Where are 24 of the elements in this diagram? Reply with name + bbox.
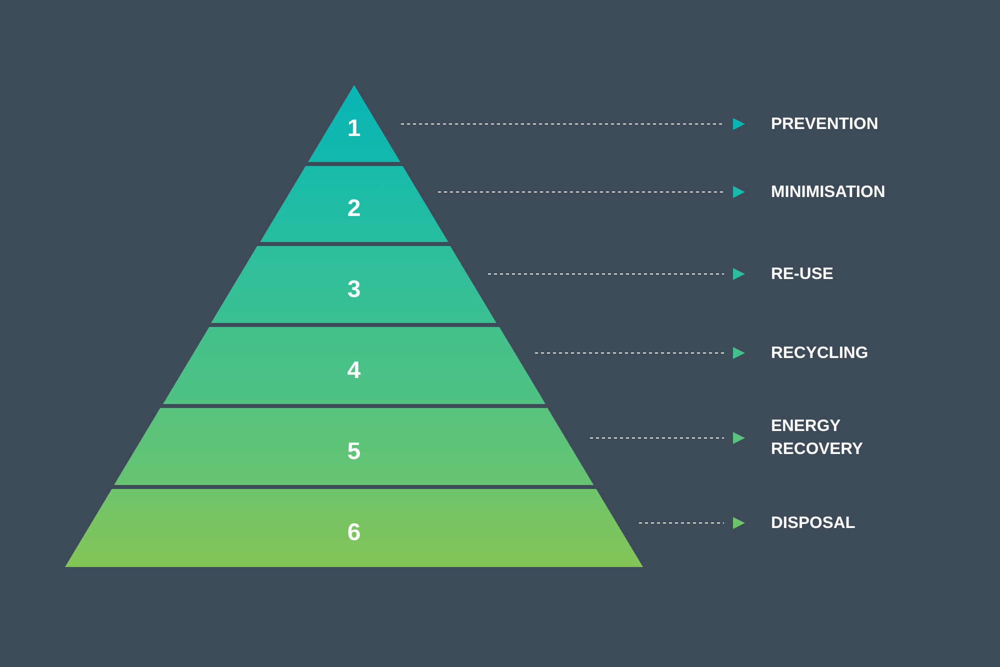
tier-number: 6 xyxy=(347,521,361,545)
pyramid-tier xyxy=(260,166,448,242)
tier-number: 3 xyxy=(347,278,361,302)
level-label: RE-USE xyxy=(748,244,948,304)
dashed-arrow xyxy=(534,347,745,359)
tier-number: 5 xyxy=(347,440,361,464)
tier-number: 2 xyxy=(347,197,361,221)
level-label: PREVENTION xyxy=(748,94,948,154)
pyramid-tier xyxy=(308,85,400,162)
dashed-arrow xyxy=(400,118,745,130)
level-label: MINIMISATION xyxy=(748,162,948,222)
pyramid-tier xyxy=(114,408,594,485)
level-label: RECYCLING xyxy=(748,323,948,383)
pyramid-tier xyxy=(211,246,497,323)
tier-number: 1 xyxy=(347,116,361,140)
dashed-arrow xyxy=(438,186,745,198)
dashed-arrow xyxy=(638,517,745,529)
level-label: ENERGY RECOVERY xyxy=(748,408,948,468)
dashed-arrow xyxy=(590,432,745,444)
tier-number: 4 xyxy=(347,358,361,382)
dashed-arrow xyxy=(488,268,745,280)
pyramid-tier xyxy=(162,327,546,404)
pyramid-tier xyxy=(65,489,643,567)
level-label: DISPOSAL xyxy=(748,493,948,553)
